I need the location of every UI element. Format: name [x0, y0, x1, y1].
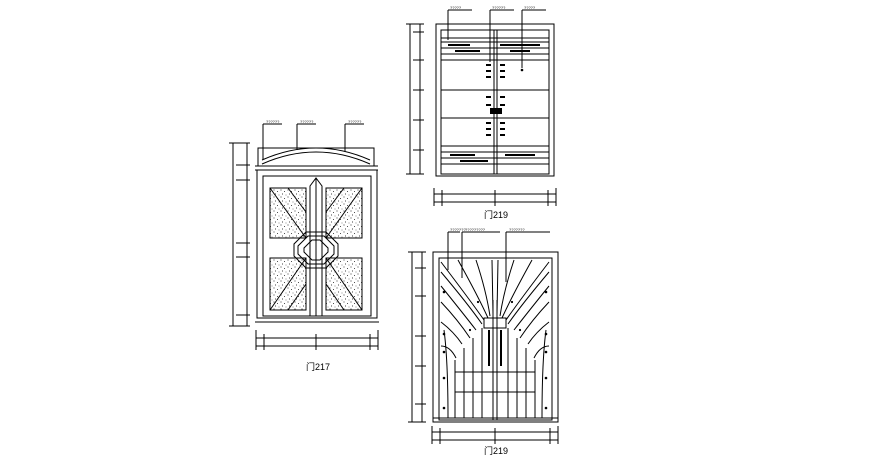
door-217-callout-3: ??????	[348, 119, 362, 124]
door-219-top-bottom-band	[441, 145, 549, 165]
door-217-callouts	[262, 123, 364, 160]
door-219-top-label: 门219	[484, 209, 508, 220]
door-217-elevation	[229, 123, 379, 350]
door-219-bottom-bars	[443, 317, 547, 419]
door-219-bottom-fan-grille	[440, 259, 550, 359]
door-219-top-left-dimension	[406, 23, 424, 175]
door-219-top-callout-2: ??????	[492, 5, 506, 10]
door-217-callout-2: ??????	[300, 119, 314, 124]
door-219-bottom-callout-1: ???????	[450, 227, 466, 232]
door-219-top-frame	[435, 23, 555, 177]
door-217-label: 门217	[306, 361, 330, 372]
door-219-top-callout-3: ?????	[524, 5, 536, 10]
door-219-bottom-callouts	[447, 231, 550, 282]
door-217-panels	[269, 187, 363, 311]
door-219-top-studs	[486, 64, 524, 136]
door-219-top-callouts	[447, 9, 546, 68]
door-219-bottom-left-dimension	[408, 251, 426, 423]
door-219-bottom-elevation	[408, 231, 559, 444]
door-219-bottom-rivets	[442, 290, 548, 410]
door-217-medallion	[293, 231, 339, 269]
door-219-bottom-label: 门219	[484, 445, 508, 456]
door-219-top-bottom-dimension	[433, 188, 557, 206]
door-219-bottom-frame	[432, 251, 559, 423]
door-217-crown	[257, 147, 375, 166]
door-217-left-dimension	[229, 142, 250, 327]
door-219-bottom-handles	[488, 330, 502, 366]
door-219-bottom-callout-2: ?????????	[465, 227, 486, 232]
door-219-bottom-callout-3: ???????	[509, 227, 525, 232]
door-217-bottom-dimension	[255, 330, 379, 350]
door-219-top-band	[441, 37, 549, 61]
door-219-top-elevation	[406, 9, 557, 206]
door-219-bottom-bottom-dimension	[431, 426, 559, 444]
door-217-callout-1: ??????	[266, 119, 280, 124]
door-219-top-callout-1: ?????	[450, 5, 462, 10]
